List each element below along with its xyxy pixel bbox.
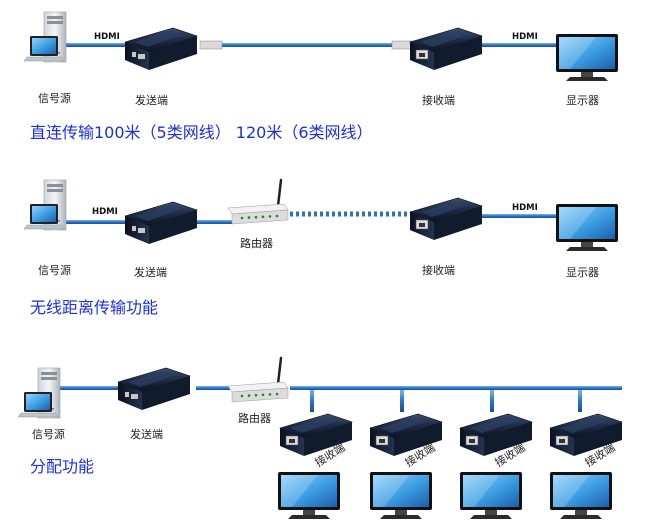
row1-pc-tower-icon: [23, 11, 67, 63]
row2-router-label: 路由器: [240, 236, 273, 250]
row2-monitor-icon: [556, 204, 618, 251]
row2-receiver-label: 接收端: [422, 263, 455, 277]
row2-network-cable: [196, 220, 232, 224]
row3-monitor-1-icon: [278, 472, 340, 519]
row3-network-cable-a: [196, 386, 230, 390]
row3-drop-2: [400, 390, 404, 412]
row2-hdmi-cable-right: [478, 214, 556, 218]
row1-receiver-label: 接收端: [422, 93, 455, 107]
row3-monitor-4-icon: [550, 472, 612, 519]
row2-display-label: 显示器: [566, 266, 599, 279]
row1-hdmi-label-right: HDMI: [512, 32, 538, 42]
row1-receiver-box-icon: [409, 27, 483, 71]
row3-sender-label: 发送端: [130, 427, 163, 441]
row3-distribution-bus: [290, 386, 622, 390]
row2-title: 无线距离传输功能: [30, 298, 158, 317]
row1-diagram: HDMI HDMI 信号源 发送端 接收端 显示器 直连传输100米（5类网线）…: [23, 11, 618, 142]
row2-sender-label: 发送端: [134, 265, 167, 279]
row3-monitor-2-icon: [370, 472, 432, 519]
row2-pc-tower-icon: [23, 179, 67, 231]
row1-rj45-plug-left: [199, 40, 223, 50]
row3-sender-box-icon: [117, 367, 191, 411]
row1-hdmi-label-left: HDMI: [94, 32, 120, 42]
row3-drop-4: [578, 390, 582, 412]
row3-source-label: 信号源: [32, 427, 65, 441]
row1-network-cable: [222, 43, 392, 47]
row3-router-icon: [226, 356, 290, 404]
row1-monitor-icon: [556, 34, 618, 81]
row2-hdmi-cable-left: [60, 220, 130, 224]
row3-hdmi-cable: [60, 386, 130, 390]
row2-diagram: HDMI HDMI 信号源 发送端 路由器 接收端 显示器 无线距离传输功能: [23, 178, 618, 317]
row3-title: 分配功能: [30, 457, 94, 476]
row3-drop-1: [310, 390, 314, 412]
row2-receiver-box-icon: [409, 197, 483, 241]
row1-title: 直连传输100米（5类网线） 120米（6类网线）: [30, 123, 373, 142]
row2-sender-box-icon: [124, 201, 198, 245]
row2-router-icon: [226, 178, 290, 226]
row1-sender-label: 发送端: [135, 93, 168, 107]
row1-hdmi-cable-right: [480, 43, 556, 47]
row3-monitor-3-icon: [460, 472, 522, 519]
row2-hdmi-label-left: HDMI: [92, 207, 118, 217]
row2-source-label: 信号源: [38, 263, 71, 277]
row3-diagram: 信号源 发送端 路由器 接收端 接收端 接收端 接收端 分配功能: [17, 356, 623, 519]
row2-hdmi-label-right: HDMI: [512, 203, 538, 213]
row3-router-label: 路由器: [238, 411, 271, 425]
row1-source-label: 信号源: [38, 91, 71, 105]
row3-pc-tower-icon: [17, 367, 61, 419]
row1-hdmi-cable-left: [62, 43, 130, 47]
row3-drop-3: [490, 390, 494, 412]
row1-sender-box-icon: [124, 27, 198, 71]
row1-display-label: 显示器: [566, 94, 599, 107]
